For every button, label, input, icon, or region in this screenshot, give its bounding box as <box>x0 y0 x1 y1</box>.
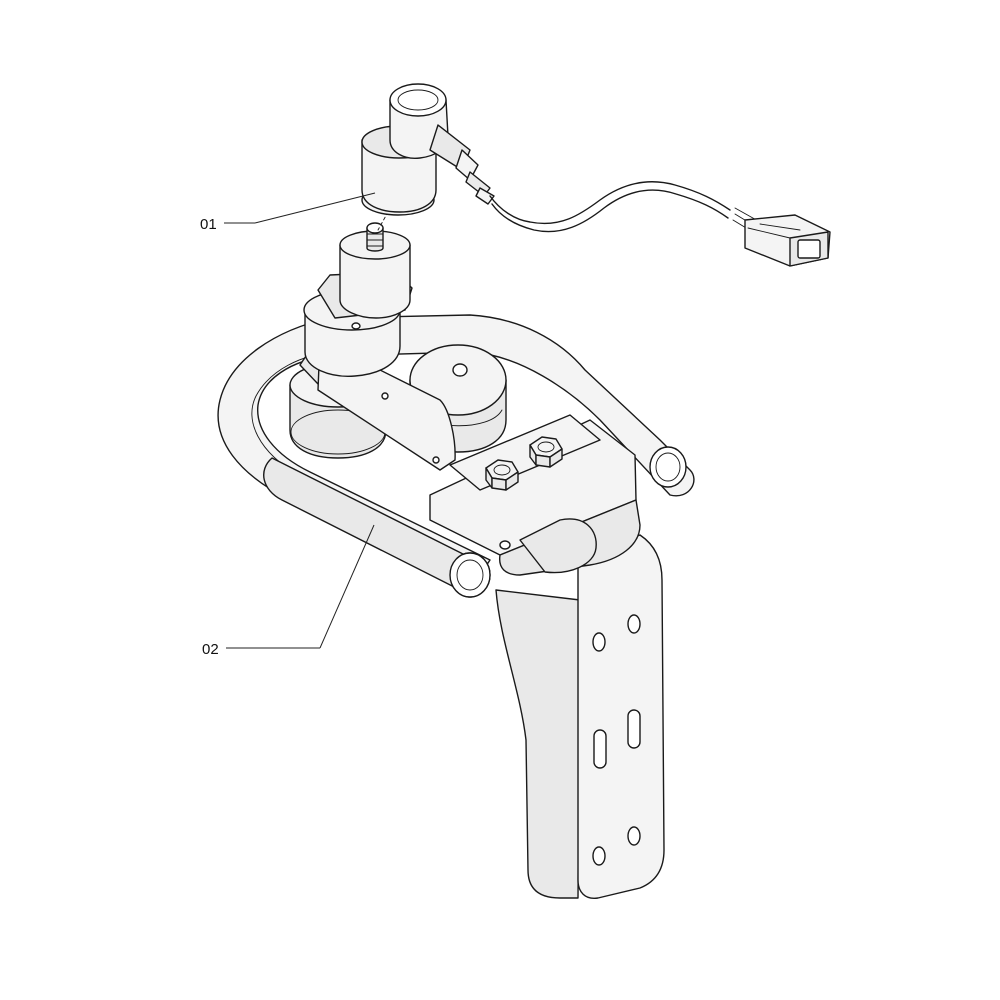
bracket-hole <box>627 826 641 846</box>
sensor-connector <box>361 83 495 216</box>
hex-bolt <box>529 436 563 468</box>
bracket-hole <box>592 846 606 866</box>
u-tube-frame <box>217 314 695 598</box>
bracket-hole <box>627 614 641 634</box>
bracket-slot <box>593 729 607 769</box>
callout-label: 02 <box>202 641 219 658</box>
bracket-slot <box>627 709 641 749</box>
cable-plug <box>744 214 831 267</box>
clamp-hole <box>499 540 511 550</box>
tube-end <box>649 446 687 488</box>
hex-bolt <box>485 459 519 491</box>
callout-label: 01 <box>200 216 217 233</box>
bracket-hole <box>592 632 606 652</box>
mounting-bracket <box>495 534 665 899</box>
sensor-cable <box>489 181 761 235</box>
callout-02: 02 <box>202 524 375 658</box>
callout-01: 01 <box>200 192 376 233</box>
sensor-housing <box>289 222 456 471</box>
